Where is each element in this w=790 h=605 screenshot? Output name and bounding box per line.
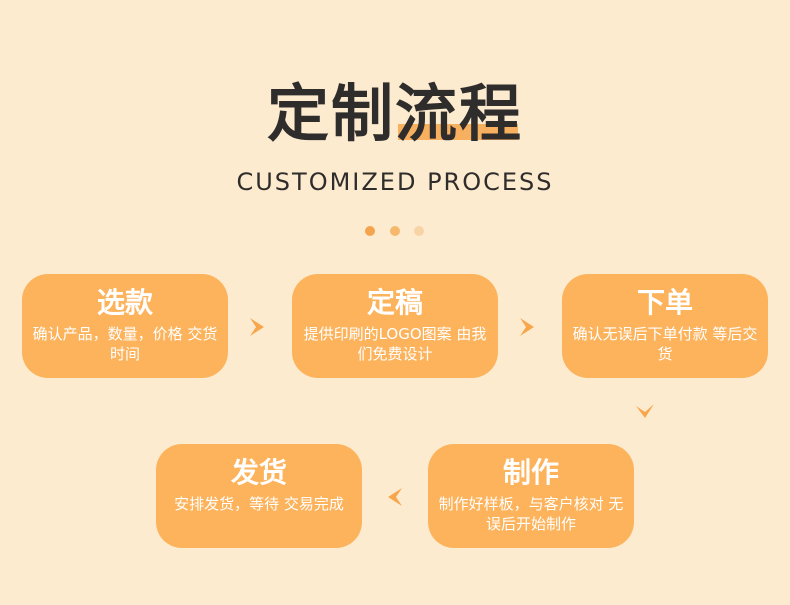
step-title: 制作 [502, 456, 559, 489]
step-card-ship: 发货 安排发货，等待 交易完成 [156, 444, 362, 548]
title-underline [398, 124, 518, 140]
step-card-order: 下单 确认无误后下单付款 等后交货 [562, 274, 768, 378]
step-card-produce: 制作 制作好样板，与客户核对 无误后开始制作 [428, 444, 634, 548]
page-subtitle: CUSTOMIZED PROCESS [236, 168, 554, 196]
main-title: 定制流程 [266, 77, 523, 150]
decor-dot-2 [390, 226, 400, 236]
step-description: 确认无误后下单付款 等后交货 [572, 325, 758, 363]
arrow-right-icon [246, 316, 268, 338]
step-description: 提供印刷的LOGO图案 由我们免费设计 [303, 325, 487, 363]
arrow-down-left-icon [634, 400, 656, 422]
step-card-select: 选款 确认产品，数量，价格 交货时间 [22, 274, 228, 378]
step-title: 定稿 [366, 286, 423, 319]
step-title: 下单 [636, 286, 693, 319]
step-title: 发货 [230, 456, 287, 489]
step-title: 选款 [96, 286, 153, 319]
step-description: 安排发货，等待 交易完成 [174, 495, 344, 513]
arrow-left-icon [384, 486, 406, 508]
step-description: 制作好样板，与客户核对 无误后开始制作 [438, 495, 624, 533]
decor-dot-1 [365, 226, 375, 236]
arrow-right-icon [516, 316, 538, 338]
step-card-finalize: 定稿 提供印刷的LOGO图案 由我们免费设计 [292, 274, 498, 378]
step-description: 确认产品，数量，价格 交货时间 [32, 325, 218, 363]
decor-dot-3 [414, 226, 424, 236]
